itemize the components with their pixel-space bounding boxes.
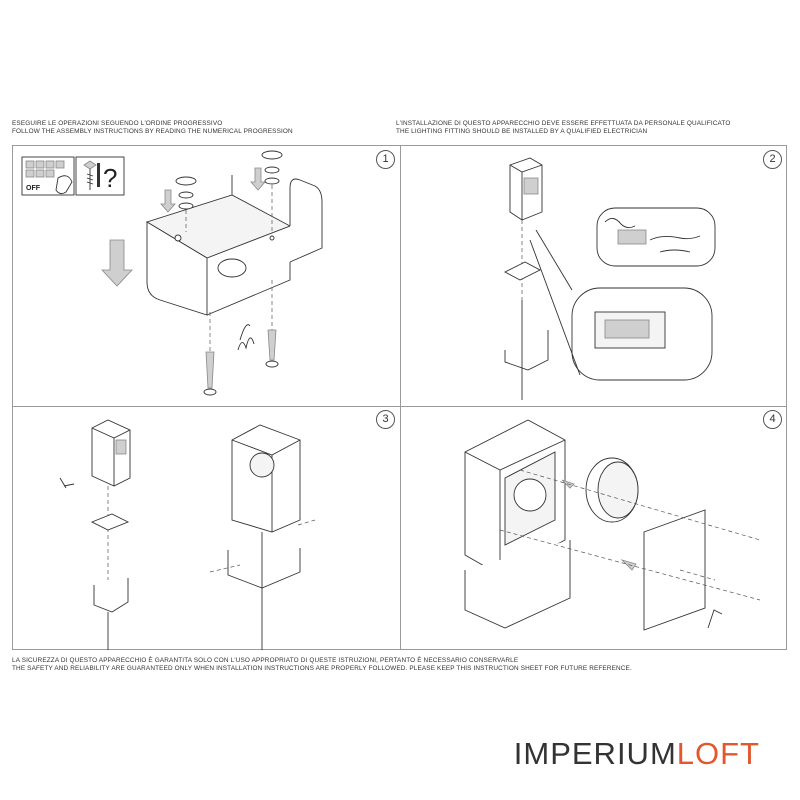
wall-bracket [464, 540, 571, 629]
brand-logo: IMPERIUMLOFT [514, 736, 760, 772]
down-arrow-small-icon [250, 167, 266, 191]
grid-divider-vertical [400, 146, 401, 649]
instruction-grid [12, 145, 787, 650]
panel-2-drawing [504, 157, 716, 400]
switch-off-icon: OFF [21, 156, 75, 196]
screwdriver-question-icon: ? [75, 156, 125, 196]
allen-key-icon [707, 609, 723, 629]
header-right-line-it: L'INSTALLAZIONE DI QUESTO APPARECCHIO DE… [396, 120, 731, 127]
header-left-line-en: FOLLOW THE ASSEMBLY INSTRUCTIONS BY READ… [12, 128, 293, 136]
wall-bracket [145, 175, 323, 316]
step-number-4: 4 [763, 410, 782, 429]
wall-bracket [504, 330, 549, 371]
panel-1-drawing: OFF ? [21, 150, 323, 396]
wall-bracket [93, 578, 129, 613]
mounting-plate [90, 513, 130, 531]
lamp-head [585, 457, 639, 523]
wire-detail-bubble [596, 207, 716, 267]
panel-3-drawing [59, 419, 316, 650]
junction-box [509, 157, 543, 221]
header-right: L'INSTALLAZIONE DI QUESTO APPARECCHIO DE… [396, 120, 731, 137]
junction-box-large [231, 424, 301, 533]
brand-logo-part2: LOFT [676, 736, 760, 771]
brand-logo-part1: IMPERIUM [513, 736, 677, 771]
header-left: ESEGUIRE LE OPERAZIONI SEGUENDO L'ORDINE… [12, 120, 293, 137]
screw-washer-set [175, 150, 283, 232]
step-number-1: 1 [376, 150, 395, 169]
grid-divider-horizontal [13, 406, 786, 407]
cable-wires [237, 324, 255, 351]
wall-plug [203, 280, 279, 396]
junction-box [91, 419, 131, 487]
wall-bracket [227, 548, 301, 589]
step-number-3: 3 [376, 410, 395, 429]
step-number-2: 2 [763, 150, 782, 169]
header-left-line-it: ESEGUIRE LE OPERAZIONI SEGUENDO L'ORDINE… [12, 120, 223, 127]
panel-4-drawing [464, 419, 761, 631]
header-right-line-en: THE LIGHTING FITTING SHOULD BE INSTALLED… [396, 128, 648, 136]
down-arrow-icon [101, 239, 133, 287]
down-arrow-small-icon [160, 189, 176, 213]
question-mark: ? [103, 163, 117, 193]
footer-safety-notice: LA SICUREZZA DI QUESTO APPARECCHIO È GAR… [12, 657, 632, 674]
footer-line-it: LA SICUREZZA DI QUESTO APPARECCHIO È GAR… [12, 657, 519, 664]
off-label: OFF [26, 185, 41, 192]
cover-plate [643, 509, 706, 631]
terminal-detail-bubble [529, 229, 713, 381]
lamp-body [464, 419, 566, 576]
screwdriver-icon [59, 477, 75, 489]
footer-line-en: THE SAFETY AND RELIABILITY ARE GUARANTEE… [12, 665, 632, 673]
mounting-plate [504, 261, 541, 281]
